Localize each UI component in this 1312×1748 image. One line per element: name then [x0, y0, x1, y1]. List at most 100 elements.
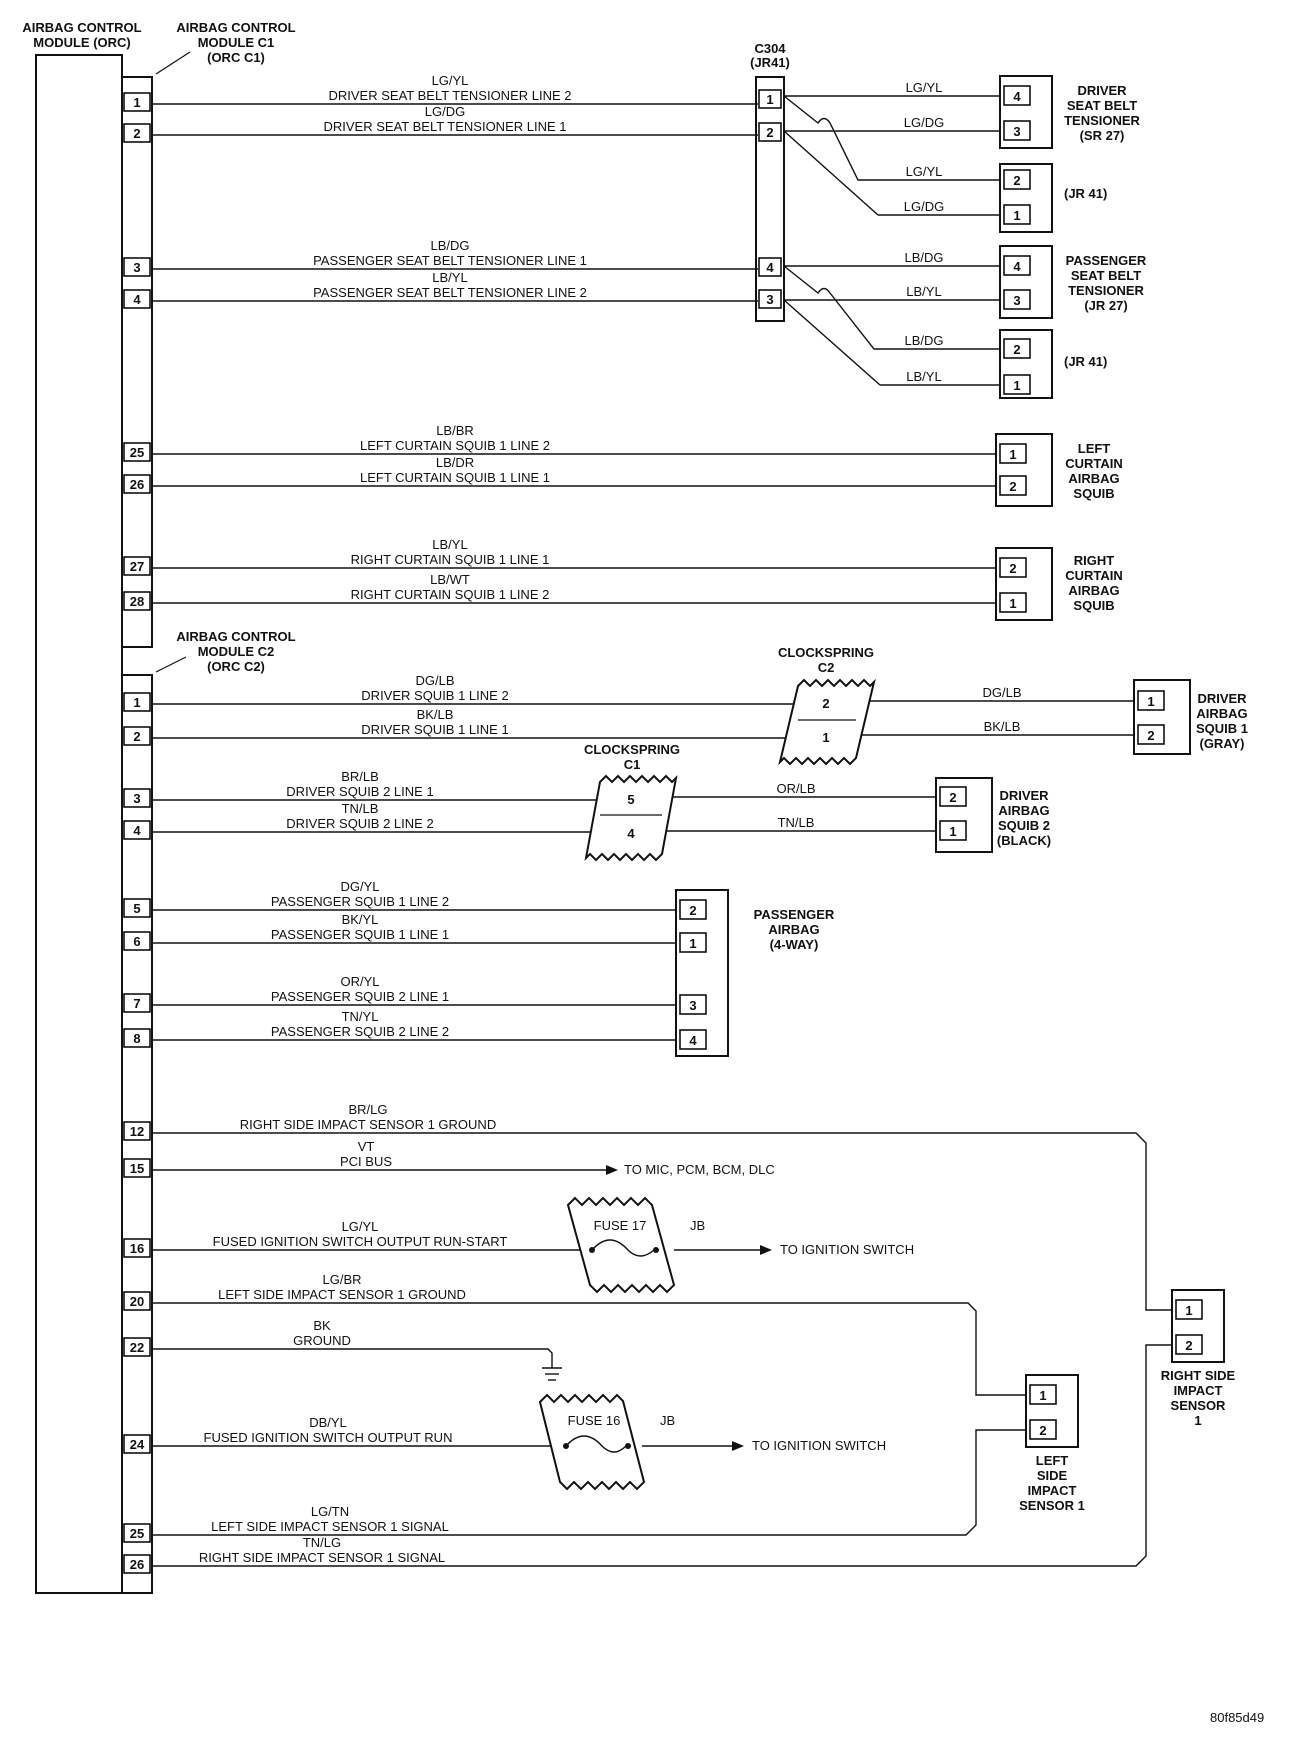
wire-name-left-side-ground: LEFT SIDE IMPACT SENSOR 1 GROUND	[218, 1287, 466, 1302]
connector-pin	[1003, 338, 1031, 359]
wires	[152, 103, 1172, 1567]
wire-name-right-curtain-1: RIGHT CURTAIN SQUIB 1 LINE 1	[351, 552, 550, 567]
connector-pin	[1175, 1299, 1203, 1320]
wire-color-right: LB/YL	[906, 369, 941, 384]
wire-color-right: LG/DG	[904, 115, 944, 130]
component-title-line: DRIVER	[1197, 691, 1247, 706]
wire-color-right: LB/DG	[904, 250, 943, 265]
wire-name-pass-seat-belt-2: PASSENGER SEAT BELT TENSIONER LINE 2	[313, 285, 587, 300]
wire-color-pass-squib2-2: TN/YL	[342, 1009, 379, 1024]
component-title-line: SENSOR 1	[1019, 1498, 1085, 1513]
wire-color-driver-squib1-2: DG/LB	[415, 673, 454, 688]
wire-color-right: LB/DG	[904, 333, 943, 348]
module-c2-pin	[123, 820, 151, 840]
wire-name-left-curtain-1: LEFT CURTAIN SQUIB 1 LINE 1	[360, 470, 550, 485]
wire-color-left-side-signal: LG/TN	[311, 1504, 349, 1519]
c2-label-3: (ORC C2)	[207, 659, 265, 674]
connector-pin-number: 2	[1013, 342, 1020, 357]
wire-color-right: LG/YL	[906, 164, 943, 179]
wire-color-right: LB/YL	[906, 284, 941, 299]
c304-label-2: (JR41)	[750, 55, 790, 70]
connector-pin-number: 1	[1013, 378, 1020, 393]
wire-color-driver-squib1-1: BK/LB	[417, 707, 454, 722]
component-title-line: TENSIONER	[1068, 283, 1144, 298]
wire-color-right: LG/DG	[904, 199, 944, 214]
c304-pin	[758, 257, 782, 277]
module-c1-pin-number: 25	[130, 445, 144, 460]
module-c1-pin	[123, 257, 151, 277]
connector-pin	[1029, 1384, 1057, 1405]
module-c1-pin	[123, 442, 151, 462]
wire-color-right-curtain-1: LB/YL	[432, 537, 467, 552]
clockspring-c1: CLOCKSPRING C1 5 4	[584, 742, 680, 862]
clockspring-c1-pin: 4	[627, 826, 635, 841]
wire-name-right-side-ground: RIGHT SIDE IMPACT SENSOR 1 GROUND	[240, 1117, 496, 1132]
connector-pin-number: 1	[1009, 447, 1016, 462]
fuse16-arrow	[732, 1441, 744, 1451]
connector-pin-number: 3	[1013, 293, 1020, 308]
connector-pin	[1003, 120, 1031, 141]
connector-pin-number: 2	[949, 790, 956, 805]
wire-color-left-curtain-2: LB/BR	[436, 423, 474, 438]
wire-color-driver-seat-belt-1: LG/DG	[425, 104, 465, 119]
fuse17-body	[566, 1196, 676, 1294]
wire-color-fused-run: DB/YL	[309, 1415, 347, 1430]
component-title-line: (SR 27)	[1080, 128, 1125, 143]
wire-name-driver-squib1-2: DRIVER SQUIB 1 LINE 2	[361, 688, 508, 703]
c1-label-arrow	[155, 51, 191, 75]
fuse16-label: FUSE 16	[568, 1413, 621, 1428]
wire-name-pass-seat-belt-1: PASSENGER SEAT BELT TENSIONER LINE 1	[313, 253, 587, 268]
wire-name-right-side-signal: RIGHT SIDE IMPACT SENSOR 1 SIGNAL	[199, 1550, 445, 1565]
component-jr41-a: 21(JR 41)(JR 41)	[999, 163, 1107, 233]
wire-name-pci-bus: PCI BUS	[340, 1154, 392, 1169]
component-title-line: DRIVER	[999, 788, 1049, 803]
fuse17-jb: JB	[690, 1218, 705, 1233]
fuse17-label: FUSE 17	[594, 1218, 647, 1233]
clockspring-c1-title-2: C1	[624, 757, 641, 772]
wire-right-side-ground	[152, 1132, 1172, 1311]
module-c2-pin-number: 25	[130, 1526, 144, 1541]
wire-color-right: TN/LB	[778, 815, 815, 830]
module-c2-pin-number: 20	[130, 1294, 144, 1309]
pci-destination: TO MIC, PCM, BCM, DLC	[624, 1162, 775, 1177]
module-c2-pin	[123, 1121, 151, 1141]
connector-pin-number: 2	[1009, 561, 1016, 576]
connector-pin	[1003, 374, 1031, 395]
wire-name-fused-run: FUSED IGNITION SWITCH OUTPUT RUN	[204, 1430, 453, 1445]
wire-color-left-curtain-1: LB/DR	[436, 455, 474, 470]
connector-pin-number: 2	[1009, 479, 1016, 494]
module-c2-pin-number: 3	[133, 791, 140, 806]
module-c1-pin-number: 27	[130, 559, 144, 574]
component-title-line: AIRBAG	[1196, 706, 1247, 721]
connector-pin-number: 3	[1013, 124, 1020, 139]
module-c2-pin	[123, 692, 151, 712]
connector-pin	[999, 592, 1027, 613]
module-c2-pin	[123, 1158, 151, 1178]
wire-name-pass-squib1-2: PASSENGER SQUIB 1 LINE 2	[271, 894, 449, 909]
ground-symbol	[542, 1367, 562, 1381]
connector-pin	[1003, 204, 1031, 225]
wire-color-right: LG/YL	[906, 80, 943, 95]
wire-color-right: DG/LB	[982, 685, 1021, 700]
module-body	[35, 54, 123, 1594]
connector-pin-number: 1	[1185, 1303, 1192, 1318]
connector-pin	[999, 443, 1027, 464]
wire-color-pci-bus: VT	[358, 1139, 375, 1154]
fuse17-arrow	[760, 1245, 772, 1255]
component-title-line: (JR 41)	[1064, 354, 1107, 369]
clockspring-c2-pin: 2	[822, 696, 829, 711]
clockspring-c2-title-2: C2	[818, 660, 835, 675]
c1-connector-strip	[121, 76, 153, 648]
module-c1-pin	[123, 591, 151, 611]
c304-body	[755, 76, 785, 322]
clockspring-c2-body	[778, 678, 876, 766]
component-title-line: (BLACK)	[997, 833, 1051, 848]
connector-pin	[1029, 1419, 1057, 1440]
component-title-line: SEAT BELT	[1067, 98, 1137, 113]
component-title-line: SQUIB	[1073, 486, 1114, 501]
clockspring-c2-title-1: CLOCKSPRING	[778, 645, 874, 660]
